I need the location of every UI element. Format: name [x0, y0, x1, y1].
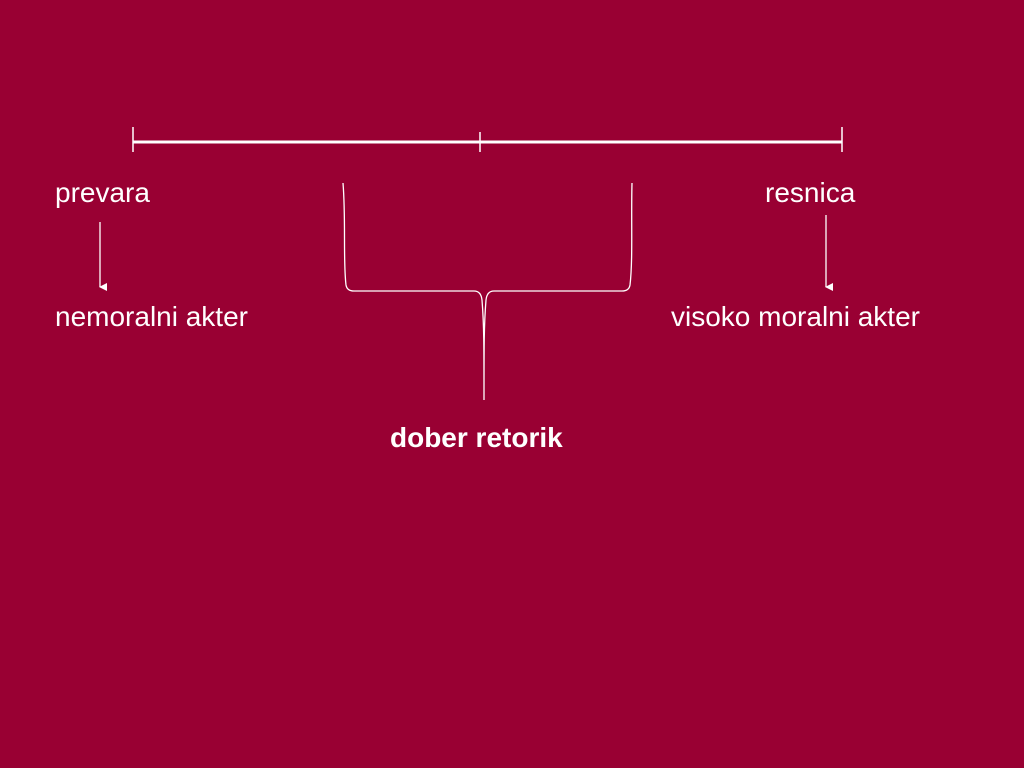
label-visoko-moralni-akter: visoko moralni akter [671, 301, 920, 332]
label-resnica: resnica [765, 177, 856, 208]
label-nemoralni-akter: nemoralni akter [55, 301, 248, 332]
label-prevara: prevara [55, 177, 150, 208]
curly-brace [342, 182, 633, 401]
label-dober-retorik: dober retorik [390, 422, 563, 453]
